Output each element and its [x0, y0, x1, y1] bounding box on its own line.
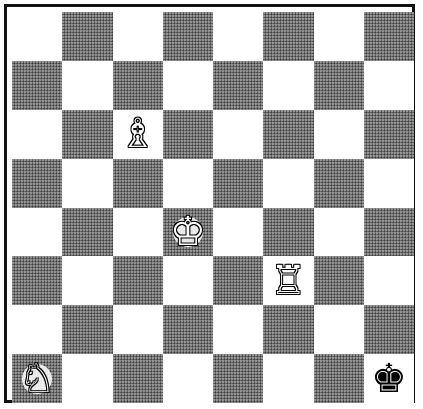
square-d5[interactable] [163, 159, 213, 208]
square-e2[interactable] [213, 305, 263, 354]
square-c2[interactable] [113, 305, 163, 354]
square-a6[interactable] [12, 110, 62, 159]
white-king-piece[interactable]: ♔ [170, 212, 206, 252]
square-b1[interactable] [62, 354, 112, 403]
square-g5[interactable] [314, 159, 364, 208]
square-e3[interactable] [213, 256, 263, 305]
square-g1[interactable] [314, 354, 364, 403]
square-a8[interactable] [12, 12, 62, 61]
chessboard-frame: ♗ ♔ ♖ ♘ ♚ [4, 4, 415, 403]
square-h3[interactable] [364, 256, 414, 305]
square-e5[interactable] [213, 159, 263, 208]
square-f6[interactable] [263, 110, 313, 159]
square-d6[interactable] [163, 110, 213, 159]
square-h6[interactable] [364, 110, 414, 159]
white-rook-piece[interactable]: ♖ [270, 261, 306, 301]
square-a4[interactable] [12, 208, 62, 257]
square-f4[interactable] [263, 208, 313, 257]
square-b8[interactable] [62, 12, 112, 61]
square-f8[interactable] [263, 12, 313, 61]
black-king-piece[interactable]: ♚ [371, 359, 407, 399]
square-h5[interactable] [364, 159, 414, 208]
white-knight-piece[interactable]: ♘ [19, 359, 55, 399]
square-a1[interactable]: ♘ [12, 354, 62, 403]
square-b7[interactable] [62, 61, 112, 110]
square-b4[interactable] [62, 208, 112, 257]
square-a2[interactable] [12, 305, 62, 354]
square-c5[interactable] [113, 159, 163, 208]
square-g2[interactable] [314, 305, 364, 354]
square-g7[interactable] [314, 61, 364, 110]
square-e1[interactable] [213, 354, 263, 403]
square-g8[interactable] [314, 12, 364, 61]
square-e7[interactable] [213, 61, 263, 110]
square-h2[interactable] [364, 305, 414, 354]
square-f2[interactable] [263, 305, 313, 354]
square-g4[interactable] [314, 208, 364, 257]
square-c4[interactable] [113, 208, 163, 257]
square-h4[interactable] [364, 208, 414, 257]
square-e6[interactable] [213, 110, 263, 159]
square-h8[interactable] [364, 12, 414, 61]
square-d2[interactable] [163, 305, 213, 354]
square-d3[interactable] [163, 256, 213, 305]
square-d7[interactable] [163, 61, 213, 110]
square-c6[interactable]: ♗ [113, 110, 163, 159]
chessboard[interactable]: ♗ ♔ ♖ ♘ ♚ [12, 12, 414, 403]
square-h1[interactable]: ♚ [364, 354, 414, 403]
square-c3[interactable] [113, 256, 163, 305]
square-b5[interactable] [62, 159, 112, 208]
square-a7[interactable] [12, 61, 62, 110]
square-b2[interactable] [62, 305, 112, 354]
square-f1[interactable] [263, 354, 313, 403]
square-d1[interactable] [163, 354, 213, 403]
white-bishop-piece[interactable]: ♗ [120, 114, 156, 154]
square-a3[interactable] [12, 256, 62, 305]
square-b3[interactable] [62, 256, 112, 305]
square-g3[interactable] [314, 256, 364, 305]
square-a5[interactable] [12, 159, 62, 208]
square-d4[interactable]: ♔ [163, 208, 213, 257]
square-c7[interactable] [113, 61, 163, 110]
square-h7[interactable] [364, 61, 414, 110]
square-c8[interactable] [113, 12, 163, 61]
square-c1[interactable] [113, 354, 163, 403]
square-f7[interactable] [263, 61, 313, 110]
square-b6[interactable] [62, 110, 112, 159]
square-d8[interactable] [163, 12, 213, 61]
square-e4[interactable] [213, 208, 263, 257]
square-e8[interactable] [213, 12, 263, 61]
square-g6[interactable] [314, 110, 364, 159]
square-f3[interactable]: ♖ [263, 256, 313, 305]
square-f5[interactable] [263, 159, 313, 208]
